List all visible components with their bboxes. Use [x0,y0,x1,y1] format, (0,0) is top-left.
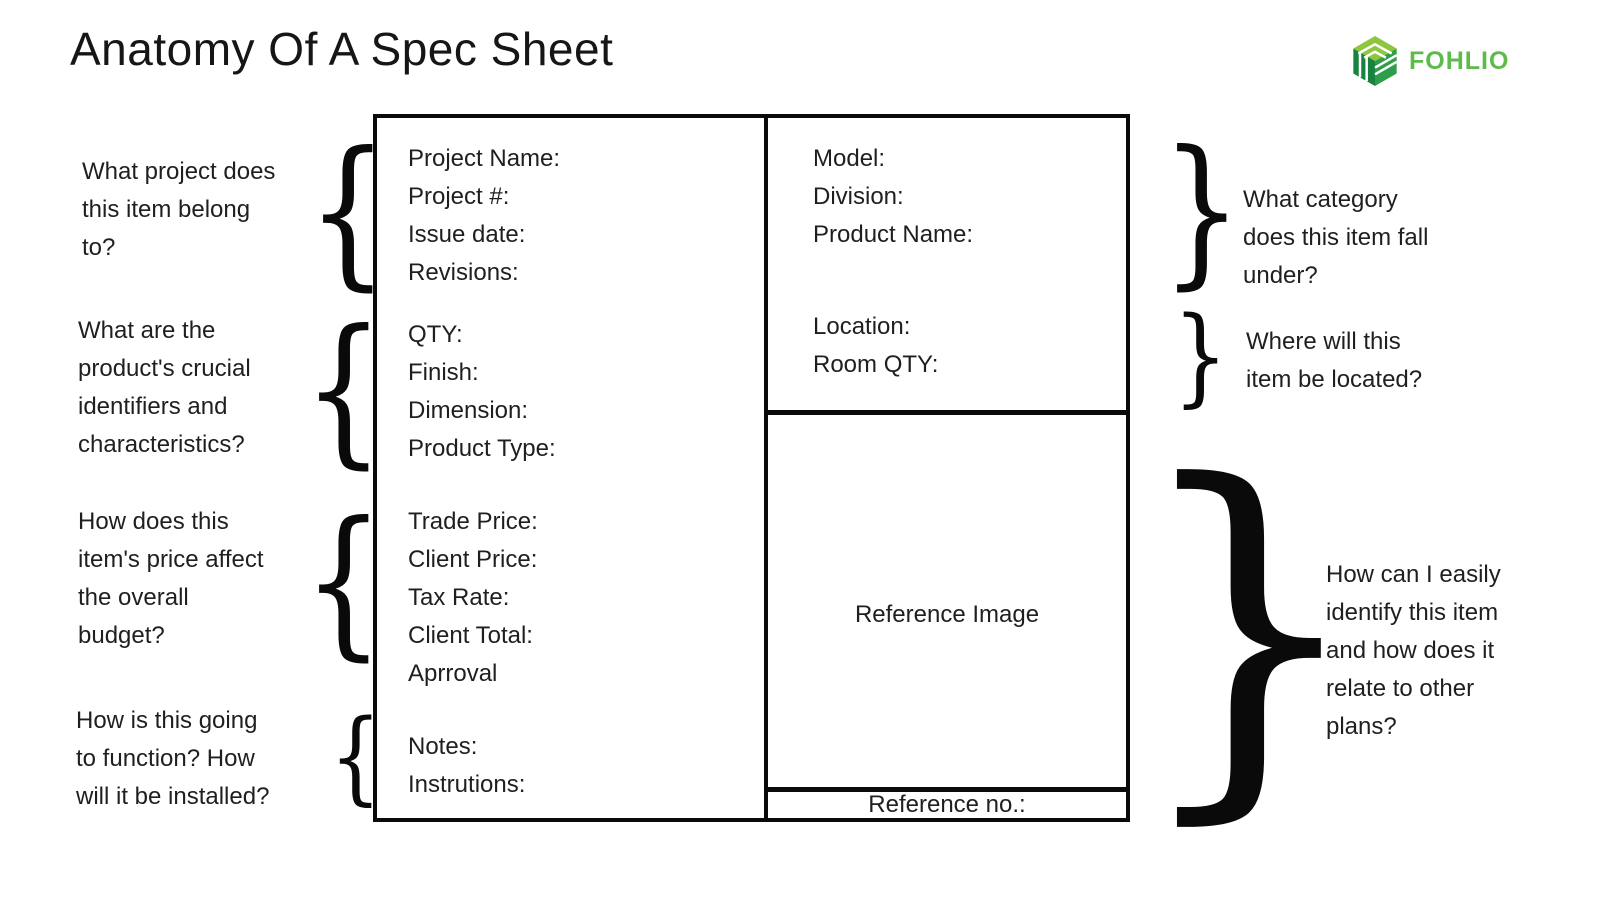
right-brace-icon: } [1172,294,1228,419]
annotation-line: budget? [78,622,165,649]
annotation-line: What are the [78,317,216,344]
annotation-line: identifiers and [78,393,228,420]
field-label: Location: [813,313,911,340]
annotation-function-question: How is this going to function? How will it… [76,702,269,816]
annotation-line: item's price affect [78,546,264,573]
column-divider [764,118,768,818]
field-label: Finish: [408,359,479,386]
right-brace-icon: } [1161,117,1243,305]
field-label: Division: [813,183,904,210]
annotation-line: relate to other [1326,675,1475,702]
field-label: Client Price: [408,546,538,573]
annotation-identifiers-question: What are the product's crucial identifiers… [78,312,251,464]
field-label: Dimension: [408,397,529,424]
field-label: Product Type: [408,435,556,462]
annotation-line: will it be installed? [76,783,270,810]
notes-fields-group: Notes: Instrutions: [408,728,525,804]
reference-no-row: Reference no.: [768,792,1126,818]
reference-image-area: Reference Image [768,415,1126,787]
project-fields-group: Project Name: Project #: Issue date: Revisi… [408,140,560,292]
annotation-line: this item belong [82,196,251,223]
annotation-line: item be located? [1246,366,1423,393]
field-label: Instrutions: [408,771,526,798]
field-label: Notes: [408,733,478,760]
section-divider-top [768,410,1126,415]
annotation-line: plans? [1326,713,1397,740]
section-divider-bottom [768,787,1126,792]
annotation-line: What category [1243,186,1398,213]
reference-no-label: Reference no.: [868,791,1026,818]
annotation-line: does this item fall [1243,224,1429,251]
annotation-line: and how does it [1326,637,1495,664]
category-fields-group: Model: Division: Product Name: [813,140,973,254]
price-fields-group: Trade Price: Client Price: Tax Rate: Client… [408,503,538,693]
annotation-line: characteristics? [78,431,245,458]
annotation-line: product's crucial [78,355,251,382]
reference-image-label: Reference Image [854,601,1040,628]
field-label: Client Total: [408,622,533,649]
annotation-project-question: What project does this item belong to? [82,153,275,267]
left-brace-icon: { [303,488,385,676]
annotation-location-question: Where will this item be located? [1246,323,1422,399]
annotation-line: Where will this [1246,328,1401,355]
annotation-line: How does this [78,508,229,535]
field-label: Room QTY: [813,351,939,378]
field-label: Project #: [408,183,510,210]
annotation-category-question: What category does this item fall under? [1243,181,1428,295]
annotation-identify-question: How can I easily identify this item and ho… [1326,556,1501,746]
annotation-line: under? [1243,262,1318,289]
annotation-line: How is this going [76,707,258,734]
identifier-fields-group: QTY: Finish: Dimension: Product Type: [408,316,556,468]
page-title: Anatomy Of A Spec Sheet [70,23,614,75]
location-fields-group: Location: Room QTY: [813,308,938,384]
annotation-line: to function? How [76,745,255,772]
field-label: Aprroval [408,660,498,687]
field-label: Model: [813,145,886,172]
annotation-price-question: How does this item's price affect the over… [78,503,264,655]
field-label: Trade Price: [408,508,538,535]
annotation-line: the overall [78,584,189,611]
annotation-line: What project does [82,158,276,185]
annotation-line: How can I easily [1326,561,1501,588]
field-label: Revisions: [408,259,519,286]
field-label: Tax Rate: [408,584,510,611]
annotation-line: identify this item [1326,599,1499,626]
brand-logo: FOHLIO [1350,33,1509,89]
right-brace-icon: } [1130,403,1367,856]
left-brace-icon: { [307,118,389,306]
spec-left-column: Project Name: Project #: Issue date: Revisi… [377,118,764,818]
left-brace-icon: { [303,296,385,484]
field-label: Issue date: [408,221,526,248]
field-label: Product Name: [813,221,974,248]
spec-sheet-box: Project Name: Project #: Issue date: Revisi… [373,114,1130,822]
field-label: Project Name: [408,145,561,172]
brand-wordmark: FOHLIO [1409,46,1510,75]
fohlio-cube-icon [1353,36,1398,86]
field-label: QTY: [408,321,463,348]
annotation-line: to? [82,234,116,261]
spec-right-column: Model: Division: Product Name: Location: Ro… [768,118,1126,818]
